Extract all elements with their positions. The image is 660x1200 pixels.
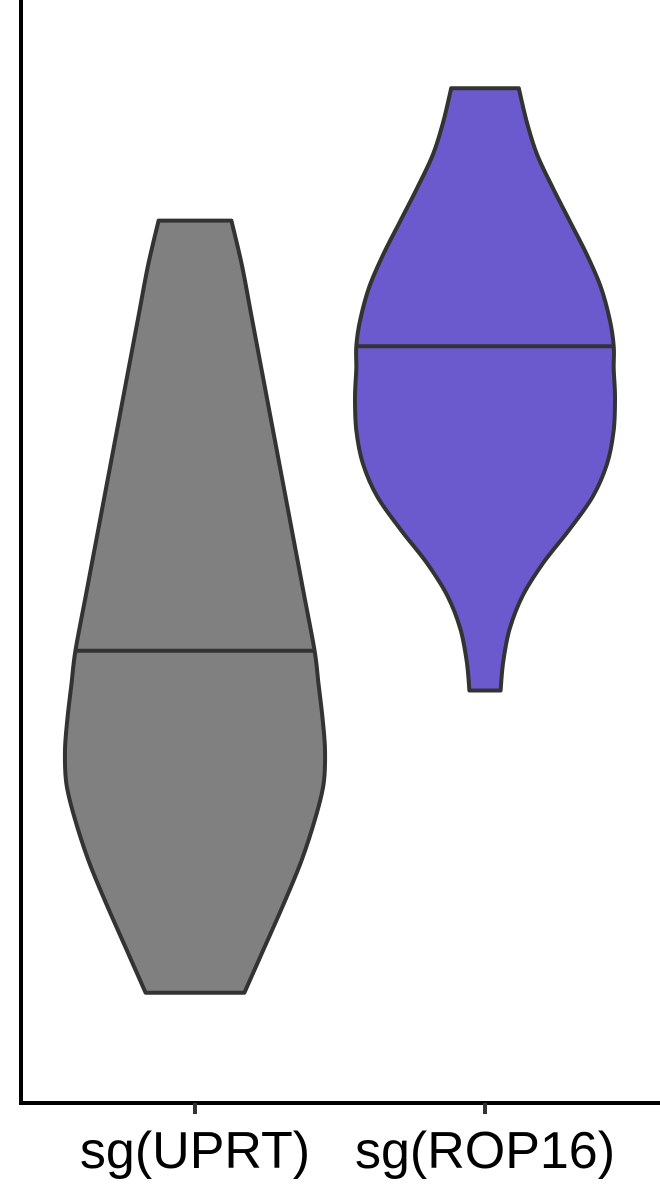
x-ticks: sg(UPRT) sg(ROP16) [80, 1103, 615, 1180]
violin-sgrop16 [353, 86, 617, 693]
x-tick-label: sg(ROP16) [355, 1122, 615, 1180]
violin-layer [62, 86, 617, 995]
x-tick-label: sg(UPRT) [80, 1122, 310, 1180]
violin-sguprt [62, 218, 328, 995]
